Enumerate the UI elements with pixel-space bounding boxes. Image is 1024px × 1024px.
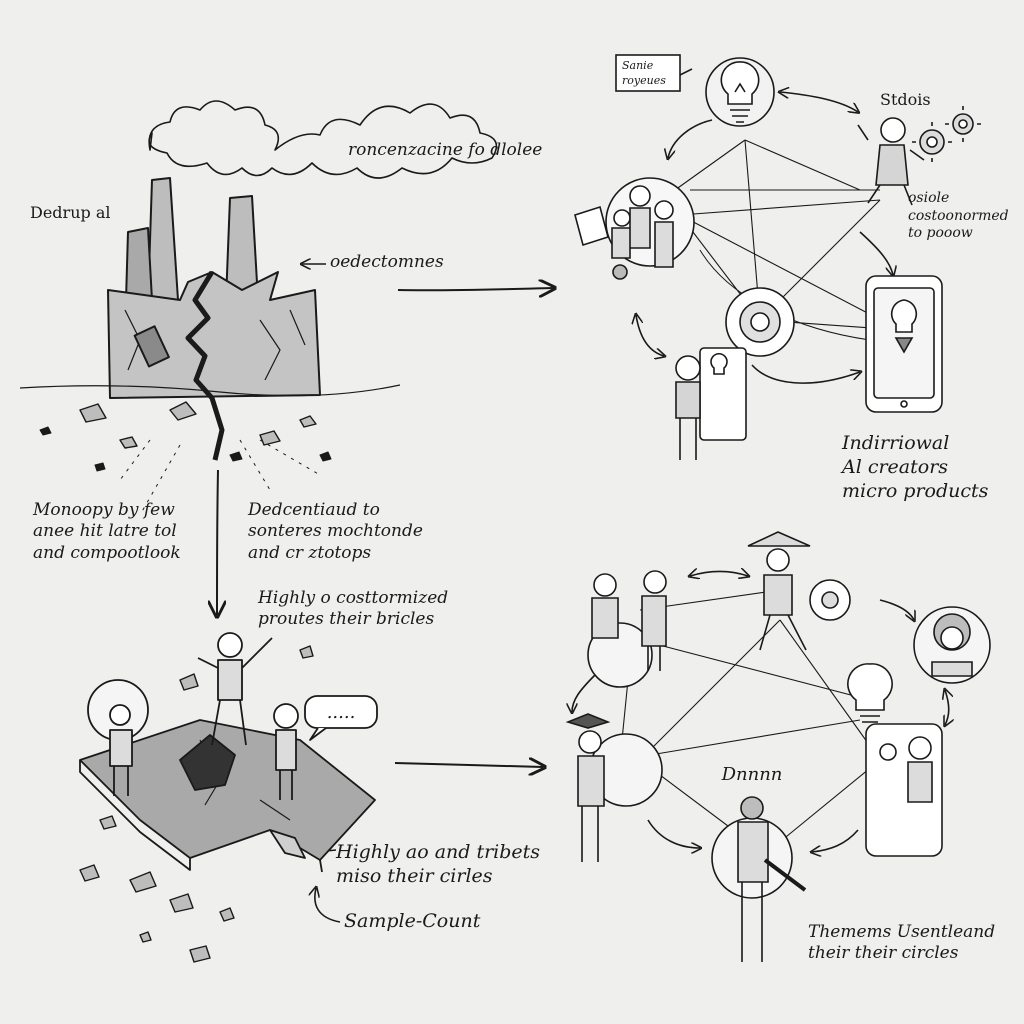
speech-bubble-text: .....	[327, 702, 356, 723]
sample-count-label: Sample-Count	[344, 910, 481, 932]
highly-tribes-label: Highly ao and tribets miso their cirles	[336, 841, 541, 887]
chimney	[147, 177, 179, 303]
camera-lens-icon	[725, 287, 795, 357]
factory-side-label: Dedrup al	[30, 203, 111, 222]
tribes-network	[565, 531, 991, 962]
arrow-factory-to-network	[397, 288, 553, 290]
bottom-figure	[711, 796, 807, 962]
decentralized-label: Dedcentiaud to sonteres mochtonde and cr…	[248, 500, 423, 563]
graduate-figure	[565, 713, 663, 862]
monopoly-label: Monoopy by few anee hit latre tol and co…	[33, 500, 181, 563]
figure-left	[87, 679, 149, 796]
gears-icon	[912, 106, 981, 162]
factory-crack	[185, 270, 225, 461]
smoke-cloud	[148, 100, 498, 179]
note-box-text: Sanie royeues	[622, 59, 666, 88]
avatar-woman	[913, 606, 991, 684]
smoke-caption: roncenzacine fo dlolee	[348, 140, 543, 160]
individual-creators-label: Indirriowal Al creators micro products	[842, 432, 989, 502]
lightbulb-icon	[705, 57, 775, 127]
studio-label: Stdois	[880, 90, 931, 109]
broken-factory-icon	[19, 100, 498, 516]
arrow-platform-to-tribes	[394, 763, 543, 767]
figure-with-hat	[747, 531, 851, 651]
creator-figure	[857, 117, 925, 206]
creator-network	[574, 54, 981, 460]
sign-text: Dnnnn	[721, 764, 783, 785]
themes-circles-label: Themems Usentleand their their circles	[808, 922, 996, 964]
arrow-down	[217, 469, 218, 615]
note-box	[615, 54, 681, 92]
highly-customized-label: Highly o costtormized proutes their bric…	[258, 588, 449, 630]
creator-with-tablet	[675, 347, 747, 460]
lightbulb-icon	[847, 663, 893, 723]
smartphone-lightbulb-icon	[865, 275, 943, 413]
arrow-sample-pointer	[315, 888, 341, 923]
figure-center	[197, 632, 273, 746]
factory-building	[107, 271, 321, 399]
group-figures	[587, 570, 667, 688]
shattered-platform	[79, 632, 378, 963]
speech-bubble	[304, 695, 378, 729]
factory-arrow-label: oedectomnes	[330, 252, 444, 272]
chimney	[125, 227, 153, 301]
customized-label: osiole costoonormed to pooow	[908, 190, 1009, 241]
phone-workers	[865, 723, 943, 857]
figure-right	[273, 703, 299, 800]
family-figures	[574, 177, 695, 280]
